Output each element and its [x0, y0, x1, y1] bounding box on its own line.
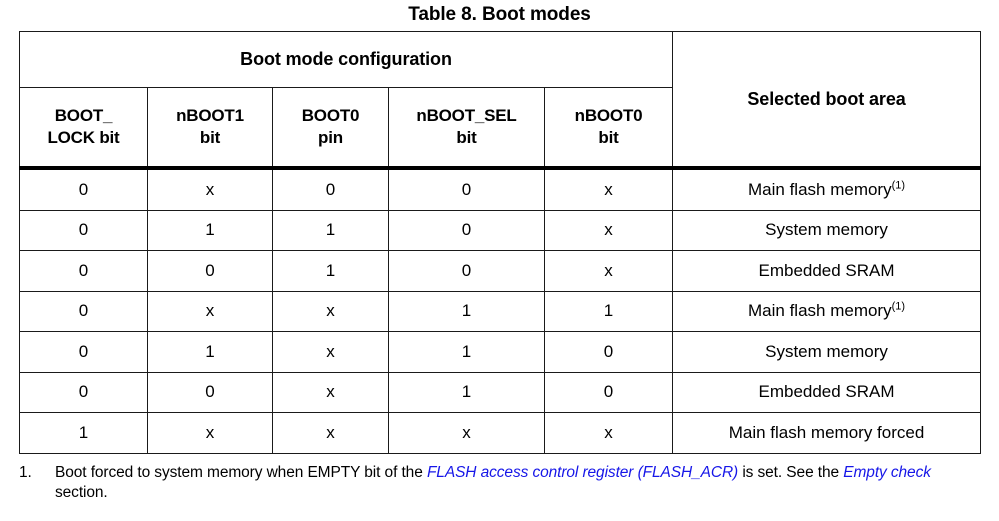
header-columns-row: BOOT_ LOCK bit nBOOT1 bit BOOT0 pin nBOO… [19, 87, 981, 169]
table-row: 0 1 1 0 x System memory [19, 209, 982, 251]
boot-modes-table-container: Boot mode configuration Selected boot ar… [18, 31, 982, 454]
cell-boot0: x [272, 371, 389, 413]
footnote-text: Boot forced to system memory when EMPTY … [55, 463, 940, 503]
cell-boot0: 1 [272, 209, 389, 251]
header-boot-lock-bit-line2: LOCK bit [47, 128, 120, 147]
table-title: Table 8. Boot modes [408, 4, 591, 25]
cell-nboot1: x [147, 166, 273, 211]
header-nboot-sel-bit-line1: nBOOT_SEL [416, 106, 517, 125]
area-text: Main flash memory [748, 301, 892, 321]
cell-nboot-sel: x [388, 412, 545, 454]
header-nboot0-bit-line2: bit [598, 128, 619, 147]
cell-nboot0: x [543, 166, 674, 211]
cell-nboot0: 1 [543, 290, 674, 332]
cell-boot0: 0 [272, 166, 389, 211]
boot-modes-table: Boot mode configuration Selected boot ar… [18, 31, 982, 454]
cell-boot0: x [272, 331, 389, 373]
table-row: 0 x x 1 1 Main flash memory(1) [19, 290, 982, 332]
area-text: System memory [765, 341, 888, 361]
cell-nboot1: 0 [147, 250, 273, 292]
header-boot-lock-bit-line1: BOOT_ [54, 106, 113, 125]
cell-nboot1: x [147, 290, 273, 332]
cell-boot0: 1 [272, 250, 389, 292]
flash-acr-link[interactable]: FLASH access control register (FLASH_ACR… [426, 463, 739, 481]
header-nboot1-bit-line1: nBOOT1 [176, 106, 244, 125]
area-text: Main flash memory forced [728, 422, 925, 442]
cell-nboot0: 0 [543, 371, 674, 413]
cell-nboot1: 0 [147, 371, 273, 413]
header-nboot-sel-bit-line2: bit [456, 128, 477, 147]
header-nboot0-bit: nBOOT0 bit [543, 87, 674, 169]
footnote-item: 1. Boot forced to system memory when EMP… [19, 463, 980, 503]
cell-nboot0: x [543, 250, 674, 292]
table-row: 0 0 x 1 0 Embedded SRAM [19, 371, 982, 413]
cell-nboot-sel: 0 [388, 250, 545, 292]
cell-nboot0: 0 [543, 331, 674, 373]
area-text: Main flash memory [748, 179, 892, 199]
header-boot-lock-bit: BOOT_ LOCK bit [19, 87, 148, 169]
cell-boot-lock: 0 [19, 209, 148, 251]
cell-boot0: x [272, 412, 389, 454]
table-body: 0 x 0 0 x Main flash memory(1) 0 1 1 0 x… [19, 166, 982, 454]
header-boot0-pin-line2: pin [318, 128, 343, 147]
area-text: Embedded SRAM [758, 260, 895, 280]
header-nboot1-bit-line2: bit [199, 128, 221, 147]
cell-nboot1: 1 [147, 331, 273, 373]
cell-nboot0: x [543, 412, 674, 454]
table-row: 0 0 1 0 x Embedded SRAM [19, 250, 982, 292]
area-text: Embedded SRAM [758, 382, 895, 402]
footnote-number: 1. [19, 463, 32, 481]
table-header: Boot mode configuration Selected boot ar… [18, 31, 982, 169]
cell-selected-boot-area: Main flash memory forced [672, 412, 982, 454]
cell-selected-boot-area: Embedded SRAM [672, 250, 982, 292]
cell-selected-boot-area: System memory [672, 209, 982, 251]
footnote-ref: (1) [891, 179, 906, 192]
cell-boot0: x [272, 290, 389, 332]
table-row: 0 1 x 1 0 System memory [19, 331, 982, 373]
footnote-text-part2: is set. See the [738, 463, 844, 481]
cell-boot-lock: 0 [19, 331, 148, 373]
empty-check-link[interactable]: Empty check [843, 463, 931, 481]
cell-nboot-sel: 1 [388, 371, 545, 413]
header-boot-mode-configuration: Boot mode configuration [18, 31, 674, 88]
cell-nboot-sel: 0 [388, 209, 545, 251]
cell-selected-boot-area: Main flash memory(1) [672, 166, 982, 211]
cell-boot-lock: 0 [19, 250, 148, 292]
cell-boot-lock: 0 [19, 371, 148, 413]
cell-nboot-sel: 0 [388, 166, 545, 211]
cell-boot-lock: 0 [19, 290, 148, 332]
header-selected-boot-area: Selected boot area [672, 31, 982, 169]
header-nboot-sel-bit: nBOOT_SEL bit [388, 87, 545, 169]
cell-nboot-sel: 1 [388, 331, 545, 373]
footnote-ref: (1) [891, 300, 906, 313]
cell-boot-lock: 1 [19, 412, 148, 454]
cell-boot-lock: 0 [19, 166, 148, 211]
table-row: 1 x x x x Main flash memory forced [19, 412, 982, 454]
cell-nboot-sel: 1 [388, 290, 545, 332]
area-text: System memory [765, 220, 888, 240]
cell-nboot1: x [147, 412, 273, 454]
footnote-text-part1: Boot forced to system memory when EMPTY … [55, 463, 427, 481]
cell-selected-boot-area: Main flash memory(1) [672, 290, 982, 332]
cell-nboot1: 1 [147, 209, 273, 251]
cell-selected-boot-area: Embedded SRAM [672, 371, 982, 413]
cell-nboot0: x [543, 209, 674, 251]
header-nboot1-bit: nBOOT1 bit [147, 87, 273, 169]
header-boot0-pin-line1: BOOT0 [301, 106, 360, 125]
header-group-row: Boot mode configuration Selected boot ar… [18, 31, 982, 169]
header-nboot0-bit-line1: nBOOT0 [574, 106, 643, 125]
cell-selected-boot-area: System memory [672, 331, 982, 373]
header-boot0-pin: BOOT0 pin [272, 87, 389, 169]
table-footnotes: 1. Boot forced to system memory when EMP… [0, 463, 999, 503]
footnote-text-part3: section. [55, 483, 108, 501]
table-row: 0 x 0 0 x Main flash memory(1) [19, 166, 982, 211]
